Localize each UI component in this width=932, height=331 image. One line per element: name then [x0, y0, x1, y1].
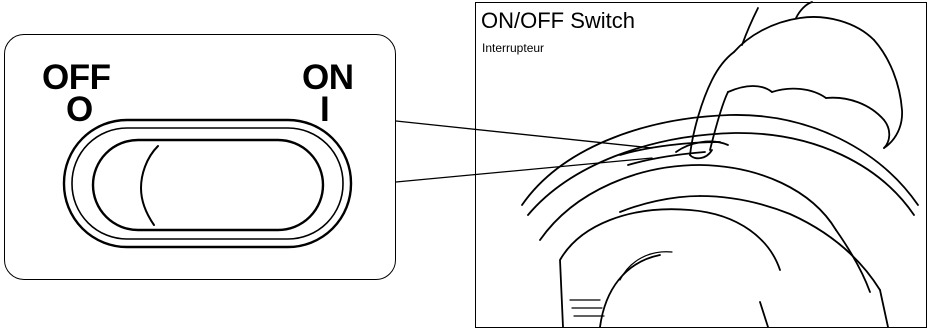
illustration-subtitle: Interrupteur — [482, 41, 545, 55]
on-symbol: I — [320, 90, 330, 129]
off-symbol: O — [66, 90, 93, 129]
leader-lines — [395, 120, 653, 183]
illustration-frame — [475, 2, 927, 328]
illustration-title: ON/OFF Switch — [481, 8, 636, 33]
on-label: ON — [302, 58, 354, 97]
rocker-switch — [62, 118, 353, 249]
hand-illustration — [689, 1, 903, 160]
switch-callout — [4, 34, 396, 280]
off-label: OFF — [42, 58, 111, 97]
vacuum-illustration — [521, 114, 919, 328]
